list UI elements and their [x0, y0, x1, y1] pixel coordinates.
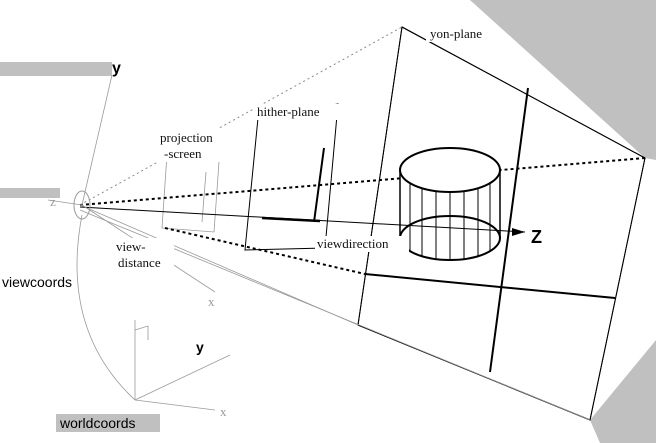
projection-screen-label-line1: projection: [160, 130, 213, 145]
eye-icon: [73, 190, 91, 220]
view-distance-label-bg: [112, 238, 174, 272]
cylinder: [399, 147, 501, 261]
world-y-axis-label: y: [196, 339, 204, 355]
yon-plane-edge-top: [401, 26, 646, 159]
yon-plane-midline-horizontal: [364, 273, 616, 299]
yon-plane-right-gray-region: [470, 0, 656, 160]
world-x-axis-label: x: [220, 404, 227, 419]
yon-plane-label: yon-plane: [430, 26, 482, 41]
frustum-line-top: [79, 26, 403, 206]
world-x-axis: [134, 354, 231, 401]
world-small-bracket: [134, 325, 149, 340]
viewcoords-label: viewcoords: [2, 274, 72, 290]
view-distance-label-line1: view-: [116, 239, 146, 254]
hither-plane: [244, 103, 339, 251]
yon-plane-edge-left: [357, 26, 403, 326]
view-direction-label: viewdirection: [317, 236, 389, 251]
left-mid-gray-bar: [0, 188, 60, 198]
hither-plane-label: hither-plane: [257, 104, 320, 119]
hither-plane-midline: [313, 147, 325, 223]
view-direction-arrowhead: [512, 228, 525, 236]
yon-plane-label-bg: [426, 26, 498, 42]
hither-plane-label-bg: [255, 104, 339, 120]
view-x-axis-label: x: [208, 294, 215, 309]
world-z-axis-label: z: [50, 194, 56, 209]
z-axis-label: Z: [531, 227, 542, 247]
world-z-axis: [134, 399, 216, 411]
view-y-axis-label: y: [112, 60, 121, 77]
frustum-line-bottom: [164, 227, 366, 275]
view-y-axis: [81, 74, 113, 206]
frustum-line-upper: [79, 157, 646, 206]
view-direction-thick-segment: [261, 216, 321, 223]
top-left-gray-bar: [0, 62, 112, 76]
projection-screen-label-line2: -screen: [164, 146, 202, 161]
yon-plane-edge-right: [589, 157, 646, 421]
worldcoords-label: worldcoords: [59, 415, 135, 431]
view-distance-label-line2: distance: [118, 255, 161, 270]
view-left-axis: [47, 199, 83, 206]
world-swoop-curve: [76, 214, 136, 401]
yon-plane-midline-vertical: [489, 87, 529, 373]
cylinder-top: [399, 147, 501, 193]
view-direction-label-bg: [315, 236, 409, 252]
worldcoords-label-bg: [56, 414, 160, 432]
projection-screen-label-bg: [156, 128, 226, 162]
lower-right-gray-region: [590, 340, 656, 443]
